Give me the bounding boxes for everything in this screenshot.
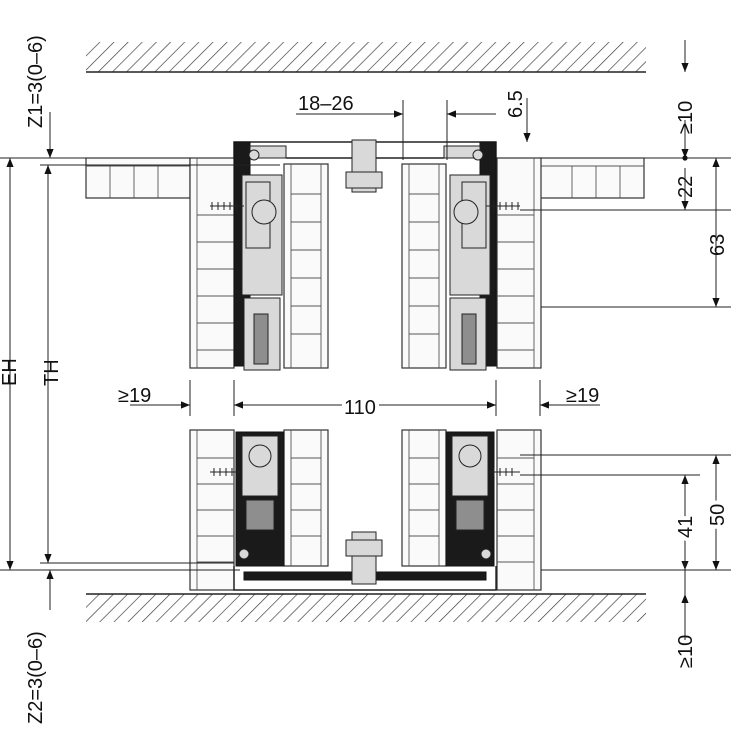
top-roller-right (449, 174, 520, 371)
dimension-arrows (6, 40, 720, 640)
bottom-guide-right (445, 431, 520, 567)
label-18-26: 18–26 (298, 93, 354, 115)
label-41: 41 (675, 516, 697, 538)
label-eh: EH (0, 358, 21, 386)
dimension-labels: Z1=3(0–6) EH TH Z2=3(0–6) 18–26 6.5 ≥10 … (0, 35, 731, 724)
label-63: 63 (707, 234, 729, 256)
outer-door-left-top (189, 157, 235, 369)
label-th: TH (41, 359, 63, 386)
label-min19-left: ≥19 (118, 385, 151, 407)
bottom-track (233, 531, 497, 591)
label-min10-bottom: ≥10 (675, 635, 697, 668)
floor (86, 593, 646, 622)
left-side-panel-top (85, 157, 191, 199)
sliding-door-right-bottom (401, 429, 447, 567)
label-z1: Z1=3(0–6) (25, 35, 47, 128)
label-22: 22 (675, 176, 697, 198)
sliding-door-left-bottom (283, 429, 329, 567)
outer-door-right-top (496, 157, 542, 369)
label-min19-right: ≥19 (566, 385, 599, 407)
extension-lines (0, 100, 731, 571)
ceiling (86, 42, 646, 73)
label-6-5: 6.5 (505, 90, 527, 118)
label-min10-top: ≥10 (675, 101, 697, 134)
label-50: 50 (707, 504, 729, 526)
label-z2: Z2=3(0–6) (25, 631, 47, 724)
outer-door-right-bottom (496, 429, 542, 591)
top-roller-left (210, 174, 283, 371)
sliding-door-right-top (401, 163, 447, 369)
outer-door-left-bottom (189, 429, 235, 591)
right-side-panel-top (539, 157, 645, 199)
sliding-door-left-top (283, 163, 329, 369)
label-110: 110 (344, 397, 376, 419)
bottom-guide-left (210, 431, 285, 567)
